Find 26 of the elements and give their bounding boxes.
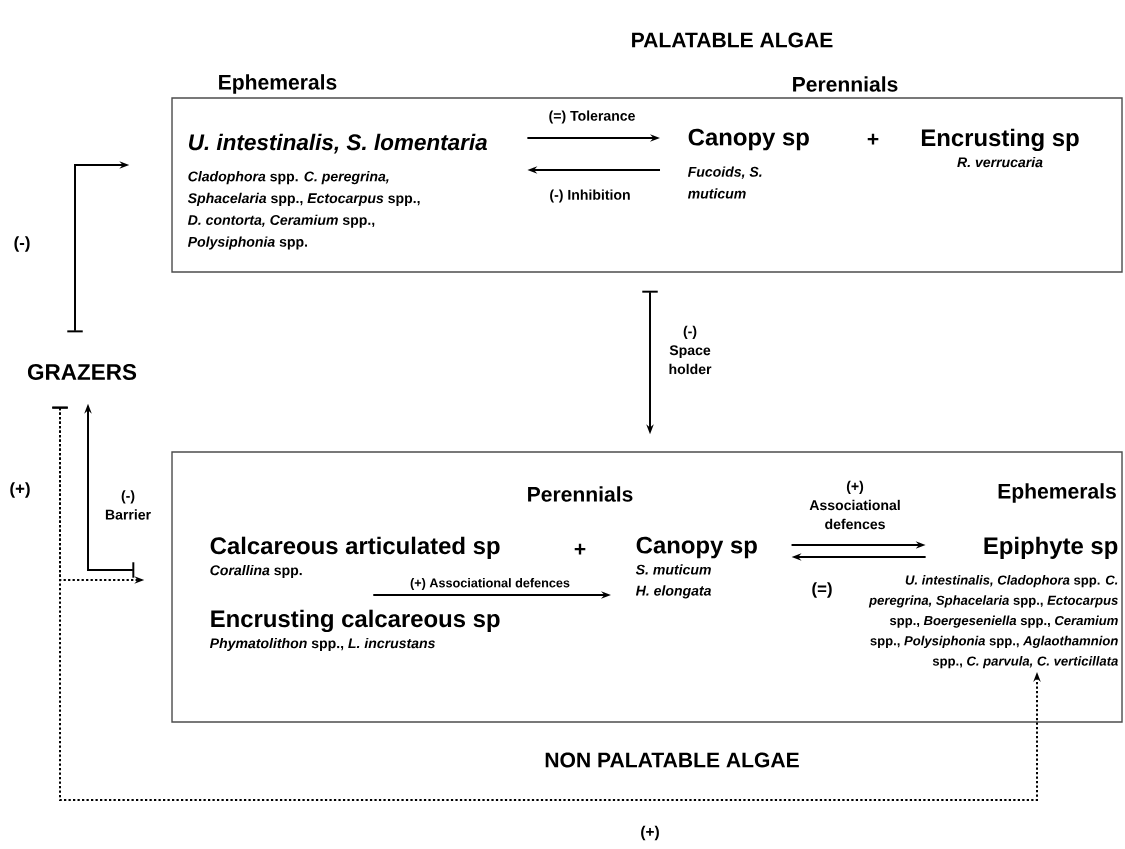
heading: Perennials — [793, 76, 898, 92]
heading: + — [574, 543, 586, 555]
edge-label: (+) — [638, 824, 662, 842]
edge-label: (=) Tolerance — [547, 109, 637, 125]
heading: Perennials — [528, 486, 633, 502]
species-group: Encrusting calcareous sp Phymatolithon spp., L. incrustans — [209, 609, 500, 651]
heading: Ephemerals — [219, 74, 337, 94]
panel-title: PALATABLE ALGAE — [632, 32, 833, 48]
edge-label: (+) — [8, 480, 32, 500]
species-group: U. intestinalis, S. lomentaria Cladophora spp. C. peregrina, Sphacelaria spp., Ectocarpus spp., D. contorta, Ceramium spp., Polysiphonia spp. — [187, 133, 487, 250]
edge-label: (=) — [810, 580, 834, 600]
species-group: Canopy sp Fucoids, S. muticum — [687, 128, 809, 199]
edge-label: (-) Space holder — [664, 324, 716, 376]
species-group: Epiphyte sp U. intestinalis, Cladophora spp. C. peregrina, Sphacelaria spp., Ectocarpus spp., Boergeseniella spp., Ceramium spp., Polysiphonia spp., Aglaothamnion spp., C. parvula, C. verticillata — [868, 536, 1118, 669]
species-group: Encrusting sp R. verrucaria — [921, 128, 1079, 168]
group-label: GRAZERS — [27, 364, 137, 380]
heading: Ephemerals — [998, 483, 1116, 503]
edge-label: (-) — [12, 234, 32, 254]
species-group: Canopy sp S. muticum H. elongata — [635, 536, 757, 599]
edge-label: (+) Associational defences — [803, 479, 907, 531]
edge-label: (+) Associational defences — [408, 576, 572, 592]
species-group: Calcareous articulated sp Corallina spp. — [210, 536, 500, 578]
heading: + — [867, 133, 879, 145]
panel-title: NON PALATABLE ALGAE — [545, 752, 799, 768]
edge-label: (-) Barrier — [98, 488, 158, 522]
edge-label: (-) Inhibition — [548, 188, 632, 204]
